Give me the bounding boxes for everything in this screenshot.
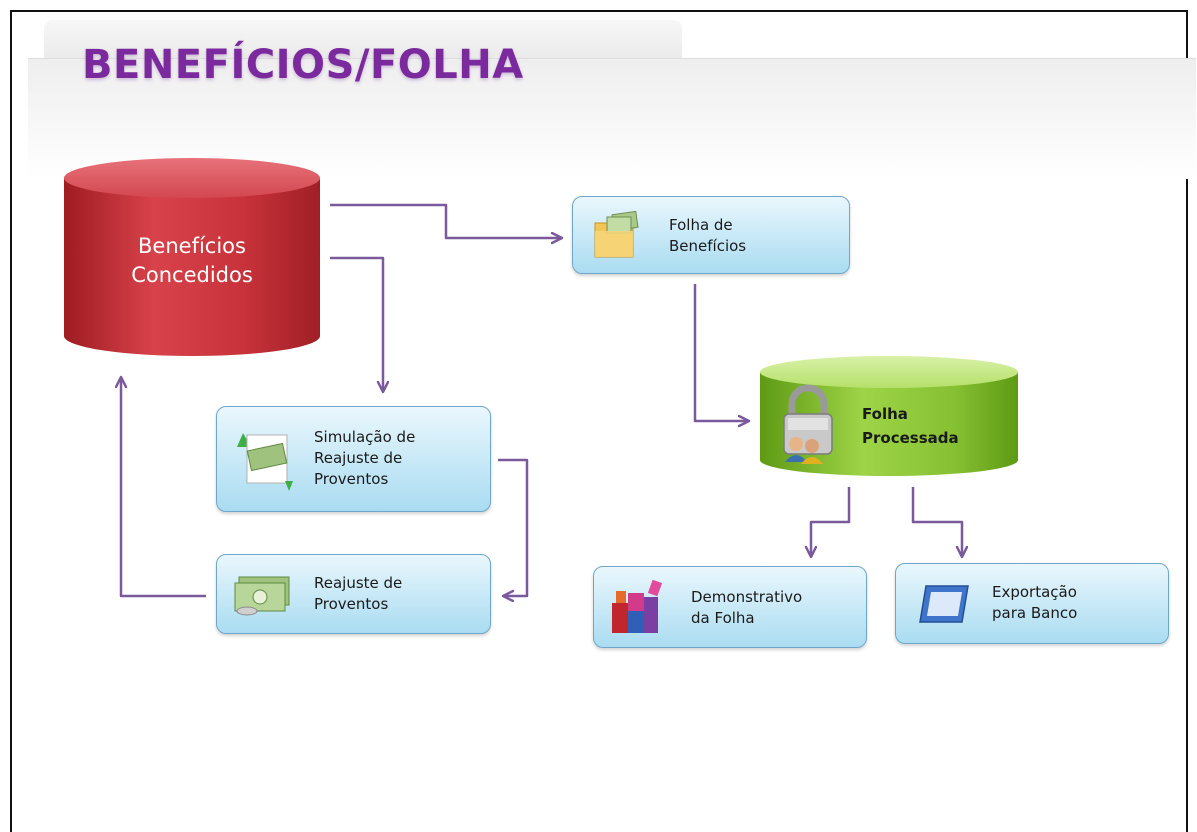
folha-de-beneficios-box: Folha de Benefícios bbox=[572, 196, 850, 274]
reajuste-proventos-box: Reajuste de Proventos bbox=[216, 554, 491, 634]
exportacao-banco-box: Exportação para Banco bbox=[895, 563, 1169, 644]
arrow-processada-to-exportacao bbox=[911, 487, 962, 557]
simulacao-line1: Simulação de bbox=[314, 428, 416, 446]
report-blocks-icon bbox=[612, 579, 663, 633]
folha-processada-line1: Folha bbox=[862, 405, 908, 423]
lock-users-icon bbox=[783, 384, 833, 464]
export-window-icon bbox=[919, 585, 969, 623]
folha-de-beneficios-label: Folha de Benefícios bbox=[669, 215, 746, 257]
demonstrativo-line2: da Folha bbox=[691, 609, 755, 627]
beneficios-concedidos-cylinder bbox=[64, 158, 320, 356]
money-stack-icon bbox=[234, 576, 290, 616]
reajuste-line1: Reajuste de bbox=[314, 574, 403, 592]
exportacao-line2: para Banco bbox=[992, 604, 1078, 622]
title-tab bbox=[44, 20, 682, 64]
simulacao-line2: Reajuste de bbox=[314, 449, 403, 467]
folder-money-icon bbox=[594, 210, 639, 258]
arrow-folha-to-processada bbox=[693, 284, 749, 421]
reajuste-line2: Proventos bbox=[314, 595, 389, 613]
folha-processada-line2: Processada bbox=[862, 429, 959, 447]
simulacao-reajuste-label: Simulação de Reajuste de Proventos bbox=[314, 427, 415, 490]
demonstrativo-line1: Demonstrativo bbox=[691, 588, 803, 606]
folha-de-beneficios-line2: Benefícios bbox=[669, 237, 747, 255]
demonstrativo-folha-label: Demonstrativo da Folha bbox=[691, 587, 802, 629]
exportacao-banco-label: Exportação para Banco bbox=[992, 582, 1077, 624]
beneficios-concedidos-line1: Benefícios bbox=[138, 234, 246, 258]
arrow-simulacao-to-reajuste bbox=[498, 458, 529, 596]
demonstrativo-folha-box: Demonstrativo da Folha bbox=[593, 566, 867, 648]
slide-title: BENEFÍCIOS/FOLHA bbox=[82, 42, 524, 88]
exportacao-line1: Exportação bbox=[992, 583, 1077, 601]
arrow-concedidos-to-simulacao bbox=[330, 256, 383, 392]
arrow-processada-to-demonstrativo bbox=[811, 487, 851, 557]
folha-de-beneficios-line1: Folha de bbox=[669, 216, 733, 234]
folha-processada-label: Folha Processada bbox=[862, 402, 959, 450]
beneficios-concedidos-line2: Concedidos bbox=[131, 263, 253, 288]
arrow-reajuste-to-concedidos bbox=[121, 377, 206, 598]
arrow-concedidos-to-folha bbox=[330, 203, 562, 238]
simulacao-reajuste-box: Simulação de Reajuste de Proventos bbox=[216, 406, 491, 512]
beneficios-concedidos-label: Benefícios Concedidos bbox=[64, 232, 320, 291]
reajuste-proventos-label: Reajuste de Proventos bbox=[314, 573, 402, 615]
simulacao-line3: Proventos bbox=[314, 470, 389, 488]
money-arrows-icon bbox=[237, 433, 293, 491]
